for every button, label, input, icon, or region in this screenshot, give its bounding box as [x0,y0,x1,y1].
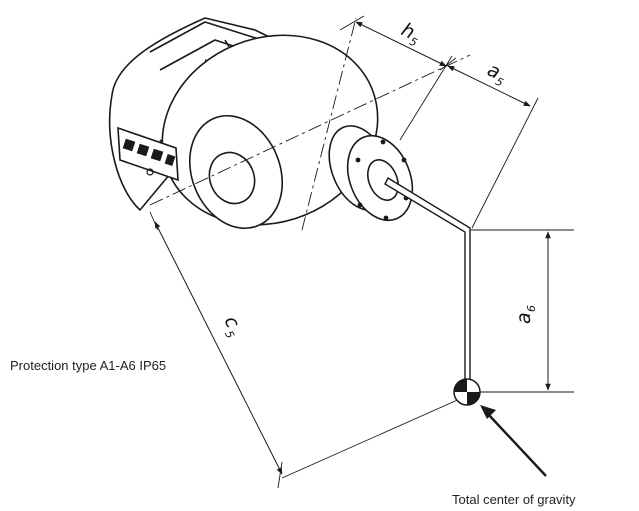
center-of-gravity-caption: Total center of gravity [452,492,576,507]
svg-text:5: 5 [407,35,419,50]
center-of-gravity-symbol [453,378,481,406]
a5-dimension-line [447,65,531,107]
gearbox-top-cover [149,21,293,81]
flange-bore [367,159,399,201]
connector-plate [117,126,179,182]
svg-text:5: 5 [493,75,505,90]
c5-dimension-line [154,221,283,475]
svg-text:6: 6 [525,305,538,312]
dimension-arrows [154,21,551,475]
cog-pointer-arrow [480,405,547,477]
svg-text:5: 5 [222,329,237,341]
dimension-label-a6: a 6 [513,305,538,324]
protection-type-caption: Protection type A1-A6 IP65 [10,358,167,373]
flange-bolt-holes [355,139,409,221]
housing-axis [301,17,357,231]
dimension-label-h5: h 5 [398,19,419,50]
svg-text:a: a [513,312,535,324]
front-cover-inner [208,151,256,205]
shaft-axis [149,54,471,206]
dimension-label-c5: c 5 [220,313,245,341]
motor-body [108,17,414,230]
h5-dimension-line [355,21,447,67]
